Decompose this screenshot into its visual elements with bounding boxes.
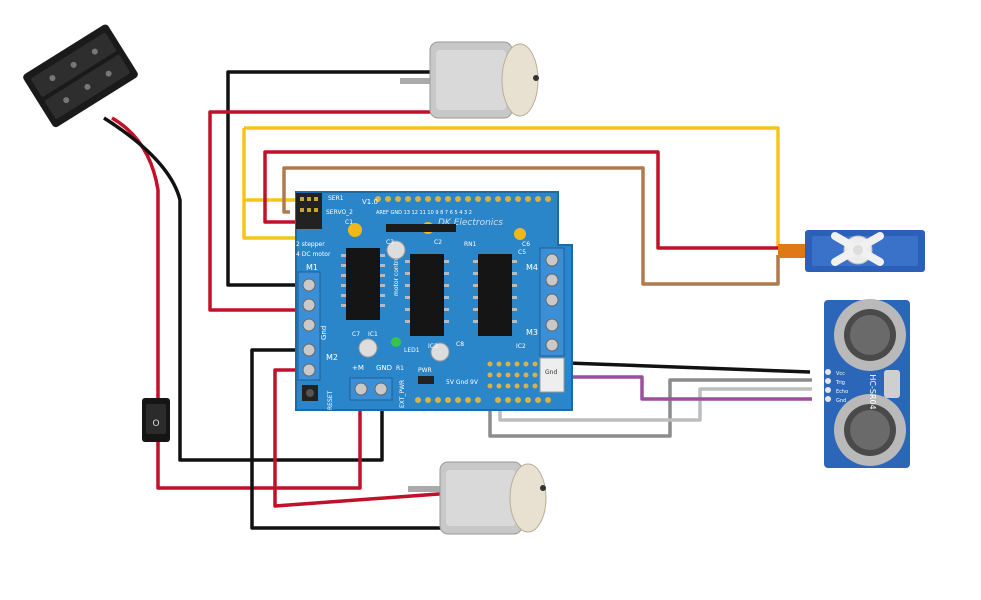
sensor-pin-gnd: Gnd bbox=[836, 398, 846, 404]
shield-c6: C6 bbox=[522, 241, 530, 248]
shield-gnd-pwr: GND bbox=[376, 364, 392, 372]
battery-holder bbox=[23, 24, 138, 128]
chip-ic2 bbox=[405, 254, 449, 336]
terminal-m1-m2 bbox=[297, 271, 321, 381]
m2-black-wire bbox=[250, 348, 520, 530]
sensor-trig-gray-wire bbox=[488, 378, 812, 438]
battery-red-wire bbox=[111, 116, 160, 400]
sensor-pin-trig: Trig bbox=[835, 380, 845, 386]
shield-brand: DK Electronics bbox=[438, 218, 503, 228]
shield-note-dc: 4 DC motor bbox=[296, 251, 331, 258]
shield-c3: C3 bbox=[386, 239, 394, 246]
chip-ic1 bbox=[473, 254, 517, 336]
capacitor-c7 bbox=[358, 338, 378, 358]
sensor-pin-echo: Echo bbox=[836, 389, 848, 395]
sensor-vcc-black-wire bbox=[539, 360, 811, 374]
capacitor-c1 bbox=[348, 223, 362, 237]
shield-ext-pwr: EXT_PWR bbox=[399, 380, 406, 408]
dc-motor-bottom bbox=[408, 461, 547, 535]
switch-mark: O bbox=[152, 419, 159, 429]
shield-r1: R1 bbox=[396, 365, 404, 372]
pwr-jumper bbox=[418, 376, 434, 384]
shield-m4: M4 bbox=[526, 263, 538, 272]
hc-sr04-sensor: HC-SR04 Vcc Trig Echo Gnd bbox=[824, 299, 910, 468]
sensor-pins: Vcc Trig Echo Gnd bbox=[825, 369, 848, 404]
shield-servo2: SERVO_2 bbox=[326, 209, 353, 216]
shield-plus-m: +M bbox=[352, 364, 364, 372]
motor-shield: V1.0 AREF GND 13 12 11 10 9 8 7 6 5 4 3 … bbox=[295, 191, 573, 411]
shield-reset: RESET bbox=[327, 390, 334, 410]
wires bbox=[103, 70, 812, 530]
shield-m1: M1 bbox=[306, 263, 318, 272]
shield-c5: C5 bbox=[518, 249, 526, 256]
capacitor-c3 bbox=[386, 240, 406, 260]
sensor-gnd-purple-wire bbox=[540, 375, 812, 401]
sensor-model: HC-SR04 bbox=[868, 374, 877, 409]
header-holes bbox=[375, 196, 551, 403]
capacitor-c8 bbox=[430, 342, 450, 362]
shield-m2: M2 bbox=[326, 353, 338, 362]
shield-version: V1.0 bbox=[362, 198, 378, 206]
shield-servo1: SER1 bbox=[328, 195, 344, 202]
shield-led1: LED1 bbox=[404, 347, 420, 354]
chip-ic3 bbox=[341, 248, 385, 320]
servo-yellow-wire bbox=[242, 126, 780, 248]
shield-c2: C2 bbox=[434, 239, 442, 246]
shield-ic2: IC2 bbox=[516, 343, 526, 350]
icsp-header bbox=[487, 361, 538, 389]
shield-ic1: IC1 bbox=[368, 331, 378, 338]
shield-m3: M3 bbox=[526, 328, 538, 337]
m1-red-wire bbox=[208, 110, 510, 312]
dc-motor-top bbox=[400, 41, 539, 119]
resistor-network bbox=[386, 224, 456, 232]
shield-c7: C7 bbox=[352, 331, 360, 338]
sensor-pin-vcc: Vcc bbox=[836, 371, 845, 377]
m2-red-wire bbox=[273, 368, 521, 508]
battery-black-wire bbox=[103, 116, 384, 462]
shield-rn1: RN1 bbox=[464, 241, 477, 248]
shield-arduino-pins: AREF GND 13 12 11 10 9 8 7 6 5 4 3 2 bbox=[376, 210, 472, 216]
shield-c1: C1 bbox=[345, 219, 353, 226]
servo-brown-wire bbox=[282, 166, 780, 286]
led-green bbox=[391, 337, 401, 347]
terminal-ext-pwr bbox=[349, 377, 393, 401]
capacitor-c6 bbox=[514, 228, 526, 240]
switch-to-terminal-red bbox=[156, 398, 362, 490]
shield-chip-label: motor control bbox=[393, 255, 400, 296]
shield-pwr: PWR bbox=[418, 367, 432, 374]
shield-gnd-right: Gnd bbox=[545, 369, 557, 376]
rocker-switch: O bbox=[142, 398, 170, 442]
servo-red-wire bbox=[263, 150, 805, 250]
shield-pwr-row: 5V Gnd 9V bbox=[446, 379, 479, 386]
shield-ic3: IC3 bbox=[428, 343, 438, 350]
terminal-m3-m4 bbox=[539, 247, 565, 357]
sensor-header bbox=[539, 357, 565, 393]
shield-gnd-left: Gnd bbox=[320, 326, 328, 340]
shield-c8: C8 bbox=[456, 341, 464, 348]
servo-motor bbox=[778, 230, 925, 272]
shield-note-stepper: 2 stepper bbox=[296, 241, 325, 248]
m1-black-wire bbox=[226, 70, 430, 287]
